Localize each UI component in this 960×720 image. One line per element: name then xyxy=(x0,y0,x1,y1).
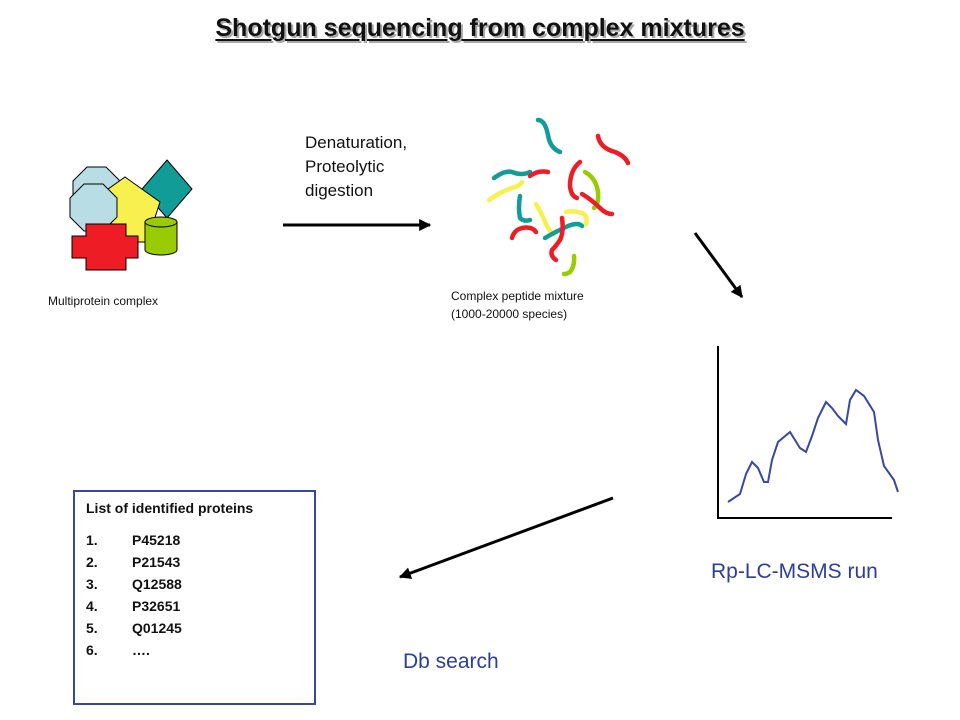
protein-accession: …. xyxy=(132,642,150,658)
identified-proteins-box: List of identified proteins 1. P45218 2. P… xyxy=(73,490,316,705)
peptide-fragment xyxy=(486,179,525,203)
peptide-fragment xyxy=(563,209,589,227)
peptide-mixture-line: Complex peptide mixture xyxy=(451,289,584,303)
protein-item-number: 4. xyxy=(86,598,98,614)
peptide-fragment xyxy=(579,191,615,217)
multiprotein-complex-label: Multiprotein complex xyxy=(48,294,159,308)
slide-title: Shotgun sequencing from complex mixtures xyxy=(215,14,745,42)
chromatogram-plot xyxy=(717,346,899,519)
peptide-mixture-line: (1000-20000 species) xyxy=(451,307,568,321)
peptide-fragment xyxy=(535,117,563,155)
protein-list-item: 6. …. xyxy=(86,642,314,664)
identified-proteins-title: List of identified proteins xyxy=(86,500,254,516)
protein-accession: P32651 xyxy=(132,598,181,614)
digestion-step-line: Denaturation, xyxy=(305,133,408,152)
peptide-fragment xyxy=(533,201,557,237)
protein-accession: P45218 xyxy=(132,532,181,548)
peptide-fragment xyxy=(595,133,631,166)
digestion-step-line: digestion xyxy=(305,181,374,200)
peptide-mixture-label: Complex peptide mixture (1000-20000 speci… xyxy=(451,287,584,323)
digestion-step-label: Denaturation, Proteolytic digestion xyxy=(305,131,407,203)
protein-accession: P21543 xyxy=(132,554,181,570)
peptide-fragment xyxy=(549,215,565,263)
lc-msms-run-label: Rp-LC-MSMS run xyxy=(711,560,878,583)
to-lc-run-arrow xyxy=(693,232,744,298)
red-cross-shape xyxy=(71,223,139,271)
db-search-label: Db search xyxy=(403,650,499,673)
protein-item-number: 2. xyxy=(86,554,98,570)
multiprotein-complex-shapes xyxy=(69,159,193,271)
peptide-fragment xyxy=(567,159,583,201)
protein-list-item: 1. P45218 xyxy=(86,532,314,554)
protein-accession: Q01245 xyxy=(132,620,182,636)
peptide-fragment xyxy=(516,193,533,223)
green-cylinder-shape xyxy=(144,221,178,256)
protein-item-number: 5. xyxy=(86,620,98,636)
peptide-fragment xyxy=(527,169,551,179)
protein-list-item: 3. Q12588 xyxy=(86,576,314,598)
peptide-fragment xyxy=(509,225,539,241)
peptide-mixture xyxy=(486,117,631,277)
peptide-fragment xyxy=(542,221,585,241)
chromatogram-trace xyxy=(727,388,899,503)
protein-accession: Q12588 xyxy=(132,576,182,592)
protein-item-number: 3. xyxy=(86,576,98,592)
protein-item-number: 1. xyxy=(86,532,98,548)
protein-list-item: 4. P32651 xyxy=(86,598,314,620)
protein-item-number: 6. xyxy=(86,642,98,658)
protein-list-item: 2. P21543 xyxy=(86,554,314,576)
peptide-fragment xyxy=(561,253,577,277)
protein-list-item: 5. Q01245 xyxy=(86,620,314,642)
peptide-fragment xyxy=(491,169,533,181)
protein-list: 1. P45218 2. P21543 3. Q12588 4. P32651 5. Q0… xyxy=(86,532,314,664)
digestion-step-line: Proteolytic xyxy=(305,157,385,176)
green-cylinder-top xyxy=(144,216,178,228)
db-search-arrow xyxy=(398,496,614,579)
